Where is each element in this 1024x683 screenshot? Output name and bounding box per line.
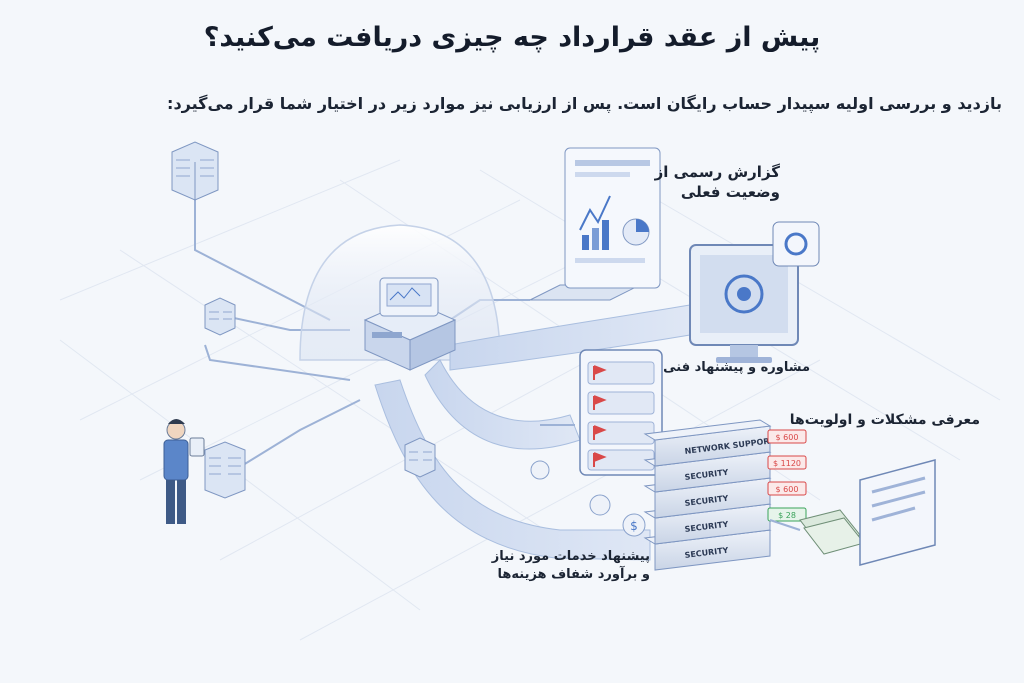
services-label-line2: و برآورد شفاف هزینه‌ها [497, 567, 650, 582]
arrows [540, 424, 801, 531]
price-tag [767, 481, 807, 496]
price-tag-label: $ 1120 [773, 459, 801, 468]
issues-checklist-icon [579, 349, 663, 476]
gear-icon [784, 232, 808, 256]
flag-icon [593, 452, 607, 467]
report-label: گزارش رسمی از وضعیت فعلی [640, 162, 780, 202]
building-icon-top [171, 141, 219, 201]
svg-text:$: $ [630, 519, 638, 533]
coin-icon [589, 494, 611, 516]
monitor-gear-icon [689, 221, 820, 363]
services-label-line1: پیشنهاد خدمات مورد نیاز [491, 549, 650, 564]
page-title: پیش از عقد قرارداد چه چیزی دریافت می‌کنی… [203, 22, 821, 53]
person-icon [163, 419, 205, 524]
coin-icon [530, 460, 550, 480]
price-tag [767, 455, 807, 470]
consulting-label: مشاوره و پیشنهاد فنی [663, 360, 810, 375]
stack-block: NETWORK SUPPORT$ 600 [643, 419, 807, 467]
building-icon-bottom [404, 437, 436, 478]
price-tag-label: $ 600 [776, 485, 799, 494]
tablet-icon [189, 437, 205, 457]
cash-icon [799, 509, 865, 555]
invoice-card-icon [859, 459, 936, 566]
flag-icon [593, 395, 607, 410]
price-tag-label: $ 600 [776, 433, 799, 442]
page-subtitle: بازدید و بررسی اولیه سپیدار حساب رایگان … [167, 94, 1002, 113]
building-icon-left [204, 297, 236, 336]
flag-icon [593, 365, 607, 380]
central-server-icon [363, 277, 457, 371]
dollar-coin-icon [622, 513, 646, 537]
price-tag [767, 429, 807, 444]
report-label-line1: گزارش رسمی از [654, 163, 780, 181]
report-label-line2: وضعیت فعلی [680, 183, 780, 201]
price-tag-label: $ 28 [778, 511, 796, 520]
issues-label: معرفی مشکلات و اولویت‌ها [789, 412, 980, 428]
data-stream-middle [424, 359, 581, 450]
building-icon-bottom-left [204, 441, 246, 499]
services-label: پیشنهاد خدمات مورد نیاز و برآورد شفاف هز… [440, 548, 650, 584]
price-tag [767, 507, 807, 522]
flag-icon [593, 425, 607, 440]
report-document-icon [529, 147, 661, 301]
